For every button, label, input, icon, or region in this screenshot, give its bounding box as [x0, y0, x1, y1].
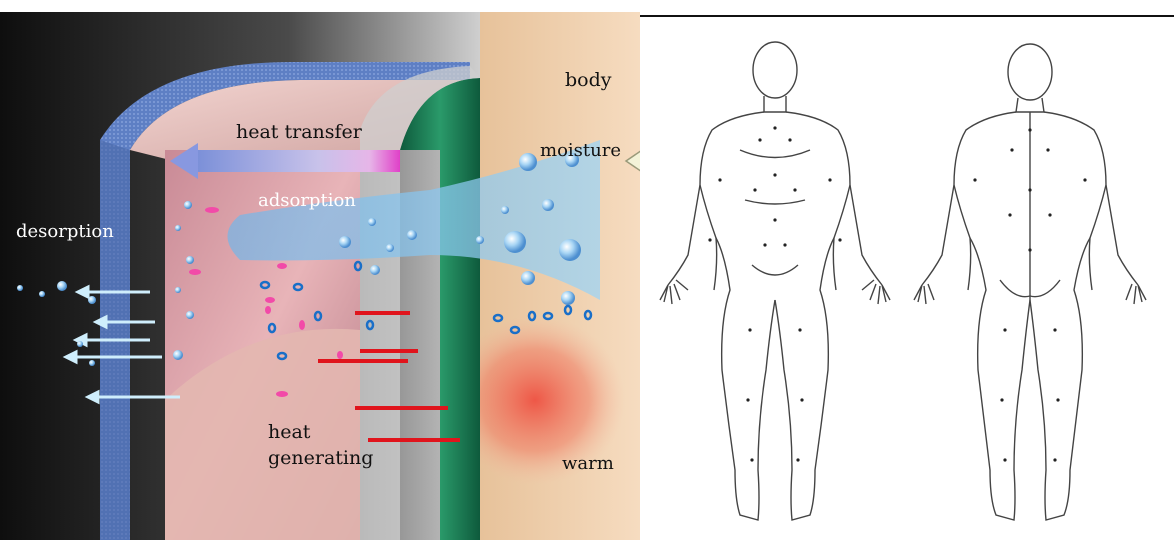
label-body: body [565, 69, 612, 91]
label-heat-transfer: heat transfer [236, 121, 363, 143]
label-warm: warm [562, 453, 614, 474]
label-moisture: moisture [540, 140, 621, 161]
label-adsorption: adsorption [258, 190, 356, 211]
label-heat: heat [268, 421, 311, 443]
body-map-panel [640, 12, 1174, 540]
label-generating: generating [268, 447, 373, 469]
label-desorption: desorption [16, 221, 114, 242]
